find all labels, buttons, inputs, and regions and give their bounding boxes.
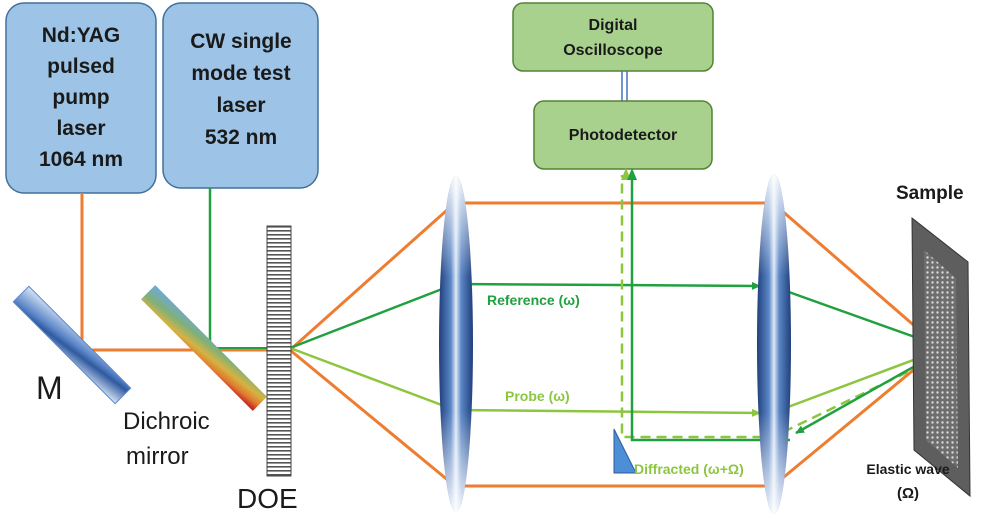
doe-grating	[266, 225, 292, 477]
test-laser-line-1: CW single	[190, 30, 292, 53]
oscilloscope-box: Digital Oscilloscope	[512, 2, 714, 72]
mirror-m	[12, 285, 132, 405]
test-laser-line-2: mode test	[191, 62, 290, 85]
reference-beam	[289, 281, 941, 350]
diffracted-beam-label: Diffracted (ω+Ω)	[634, 461, 744, 477]
detector-cable	[621, 71, 628, 101]
oscilloscope-line-1: Digital	[589, 17, 638, 34]
dichroic-label-2: mirror	[126, 443, 189, 470]
test-laser-box: CW single mode test laser 532 nm	[162, 2, 319, 189]
pump-laser-box: Nd:YAG pulsed pump laser 1064 nm	[5, 2, 157, 194]
dichroic-label-1: Dichroic	[123, 408, 210, 435]
pump-laser-line-3: pump	[52, 86, 109, 109]
probe-beam-label: Probe (ω)	[505, 388, 570, 404]
mirror-m-label: M	[36, 370, 63, 406]
doe-label: DOE	[237, 483, 298, 514]
sample-plate	[911, 216, 971, 498]
pump-laser-line-5: 1064 nm	[39, 148, 123, 171]
test-laser-line-3: laser	[216, 94, 265, 117]
photodetector-label: Photodetector	[569, 127, 677, 144]
diffracted-beam-dashed	[620, 175, 923, 439]
probe-beam	[289, 346, 941, 417]
pump-laser-line-4: laser	[56, 117, 105, 140]
dichroic-mirror	[141, 285, 267, 411]
lens-2	[757, 174, 791, 514]
photodetector-box: Photodetector	[533, 100, 713, 170]
detector-arrow-head-2	[627, 168, 637, 180]
test-laser-line-4: 532 nm	[205, 126, 277, 149]
sample-label: Sample	[896, 183, 964, 204]
elastic-wave-label-1: Elastic wave	[866, 461, 949, 477]
reference-beam-label: Reference (ω)	[487, 292, 580, 308]
pump-beam	[80, 193, 941, 488]
pickoff-prism	[613, 428, 637, 474]
pump-laser-line-1: Nd:YAG	[42, 24, 121, 47]
lens-1	[439, 176, 473, 512]
oscilloscope-line-2: Oscilloscope	[563, 42, 663, 59]
pump-laser-line-2: pulsed	[47, 55, 115, 78]
elastic-wave-label-2: (Ω)	[897, 485, 919, 502]
